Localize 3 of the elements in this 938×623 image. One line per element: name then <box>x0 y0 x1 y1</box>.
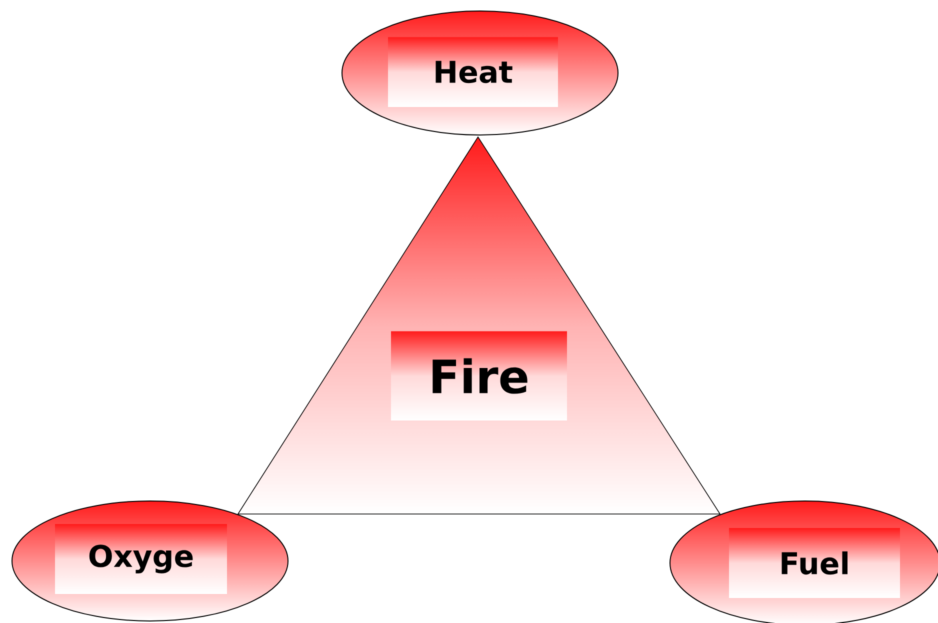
ellipse-node: Fuel <box>670 500 938 623</box>
ellipse-node: Heat <box>342 10 618 136</box>
ellipse-node: Oxyge <box>12 500 288 622</box>
